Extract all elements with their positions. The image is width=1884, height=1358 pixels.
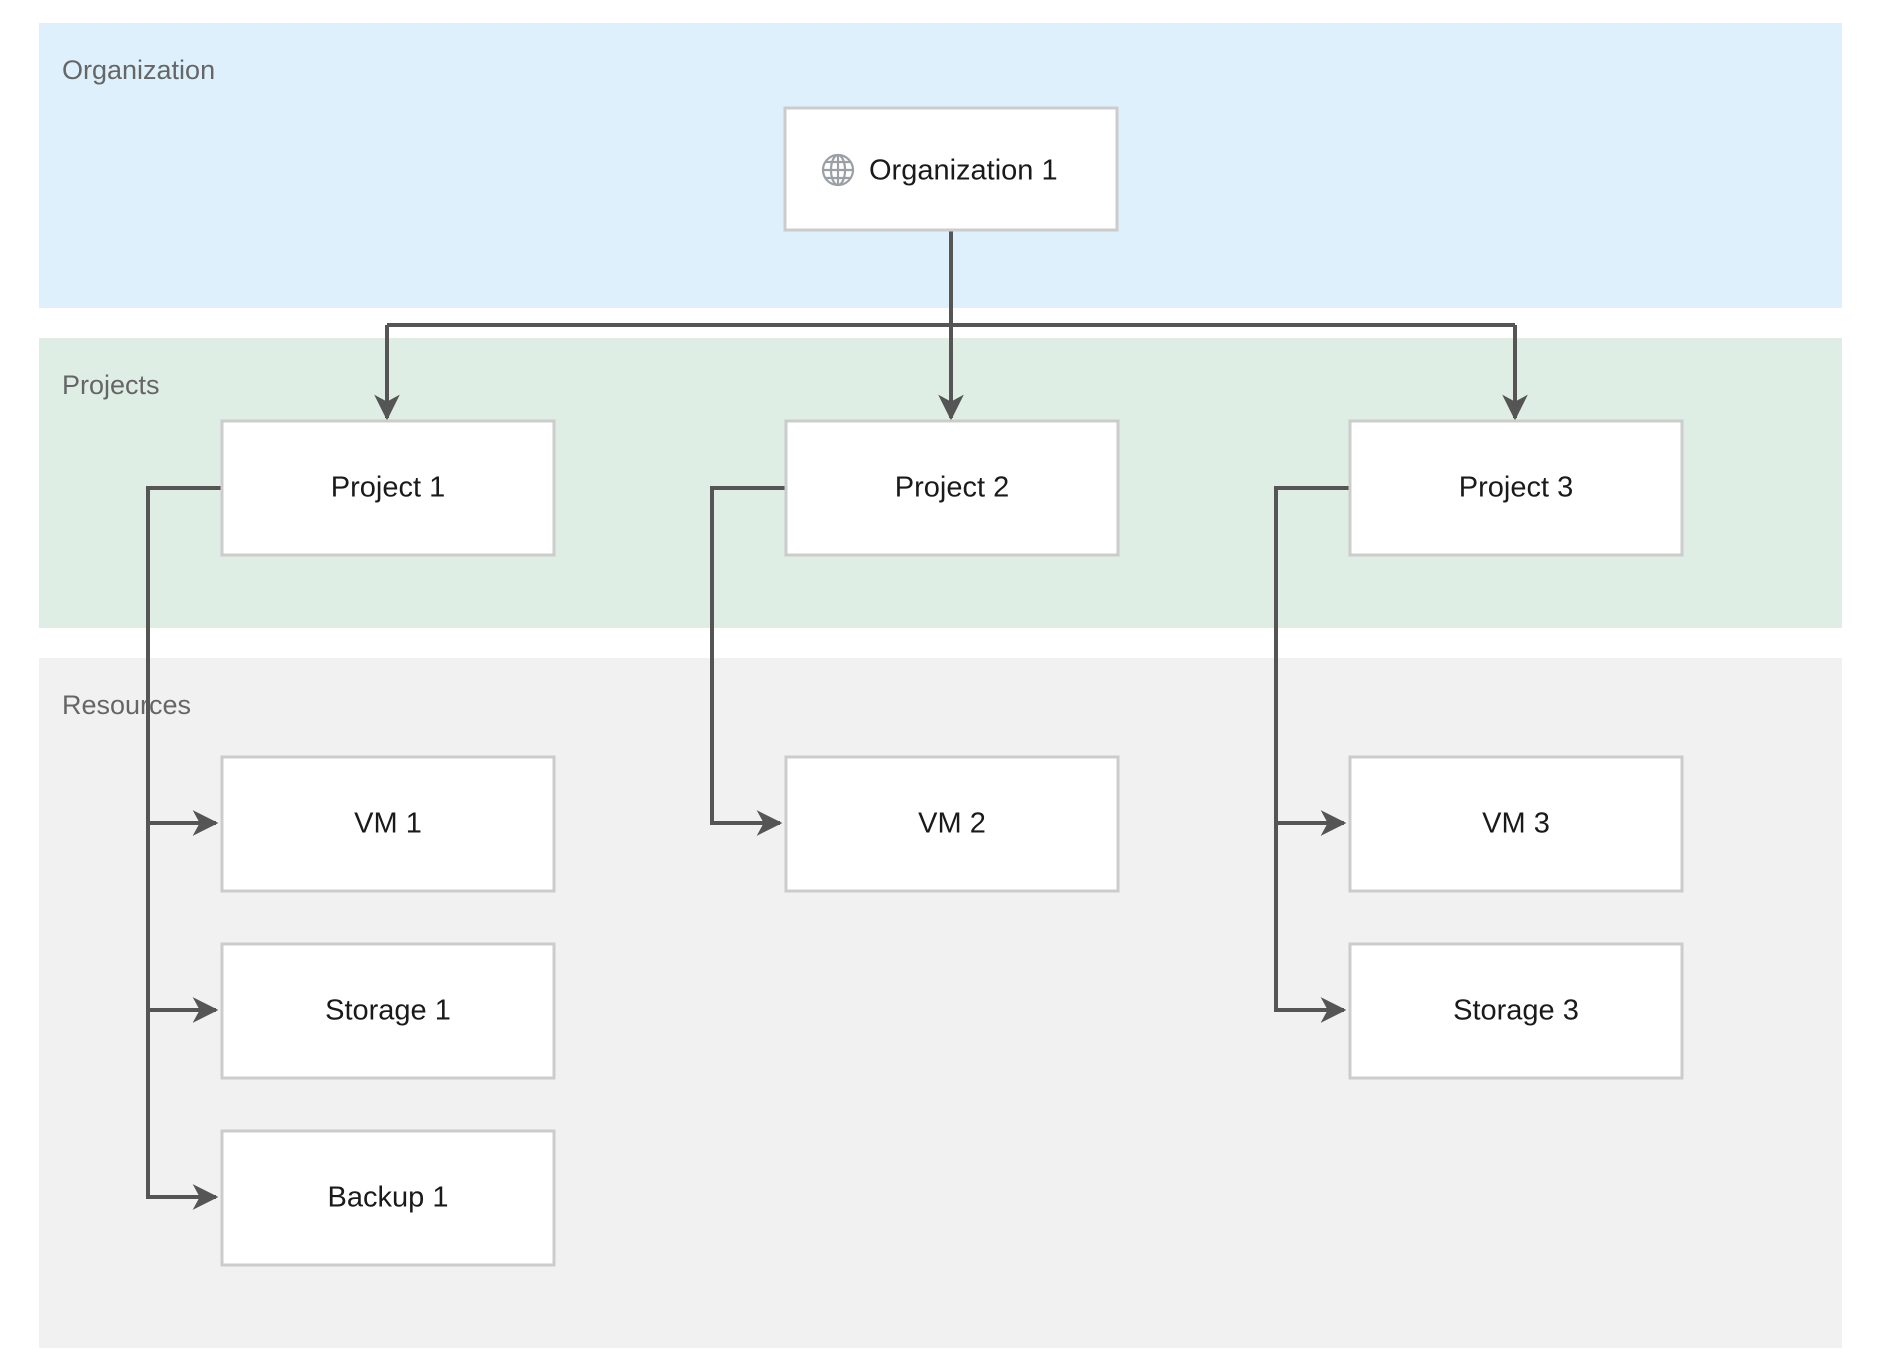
node-project-3-box[interactable]: [1348, 419, 1684, 557]
node-storage-1-label: Storage 1: [325, 995, 451, 1027]
node-vm-3[interactable]: VM 3: [1348, 755, 1684, 893]
node-project-2[interactable]: Project 2: [784, 419, 1120, 557]
node-organization-1[interactable]: Organization 1: [783, 106, 1119, 232]
node-vm-2-label: VM 2: [918, 808, 986, 840]
node-vm-1-box[interactable]: [220, 755, 556, 893]
node-storage-3-label: Storage 3: [1453, 995, 1579, 1027]
node-project-1[interactable]: Project 1: [220, 419, 556, 557]
node-backup-1[interactable]: Backup 1: [220, 1129, 556, 1267]
edge-proj2-to-vm2: [710, 486, 786, 836]
band-label-projects: Projects: [62, 370, 160, 400]
edge-proj1-to-vm1: [146, 486, 222, 836]
node-storage-3-box[interactable]: [1348, 942, 1684, 1080]
node-project-3-label: Project 3: [1459, 472, 1573, 504]
node-vm-1-label: VM 1: [354, 808, 422, 840]
node-vm-3-box[interactable]: [1348, 755, 1684, 893]
node-backup-1-label: Backup 1: [328, 1182, 449, 1214]
node-vm-2-box[interactable]: [784, 755, 1120, 893]
node-vm-3-label: VM 3: [1482, 808, 1550, 840]
node-project-1-box[interactable]: [220, 419, 556, 557]
node-project-3[interactable]: Project 3: [1348, 419, 1684, 557]
node-vm-2[interactable]: VM 2: [784, 755, 1120, 893]
band-label-resources: Resources: [62, 690, 191, 720]
node-project-2-box[interactable]: [784, 419, 1120, 557]
node-vm-1[interactable]: VM 1: [220, 755, 556, 893]
globe-icon: [821, 153, 855, 187]
node-storage-1-box[interactable]: [220, 942, 556, 1080]
node-backup-1-box[interactable]: [220, 1129, 556, 1267]
edge-proj1-to-backup1: [146, 1010, 219, 1210]
node-project-2-label: Project 2: [895, 472, 1009, 504]
node-storage-1[interactable]: Storage 1: [220, 942, 556, 1080]
node-project-1-label: Project 1: [331, 472, 445, 504]
band-label-organization: Organization: [62, 55, 215, 85]
node-organization-1-label: Organization 1: [869, 155, 1058, 187]
node-storage-3[interactable]: Storage 3: [1348, 942, 1684, 1080]
edge-proj3-to-vm3: [1274, 486, 1350, 836]
edge-proj3-to-storage3: [1274, 823, 1347, 1023]
